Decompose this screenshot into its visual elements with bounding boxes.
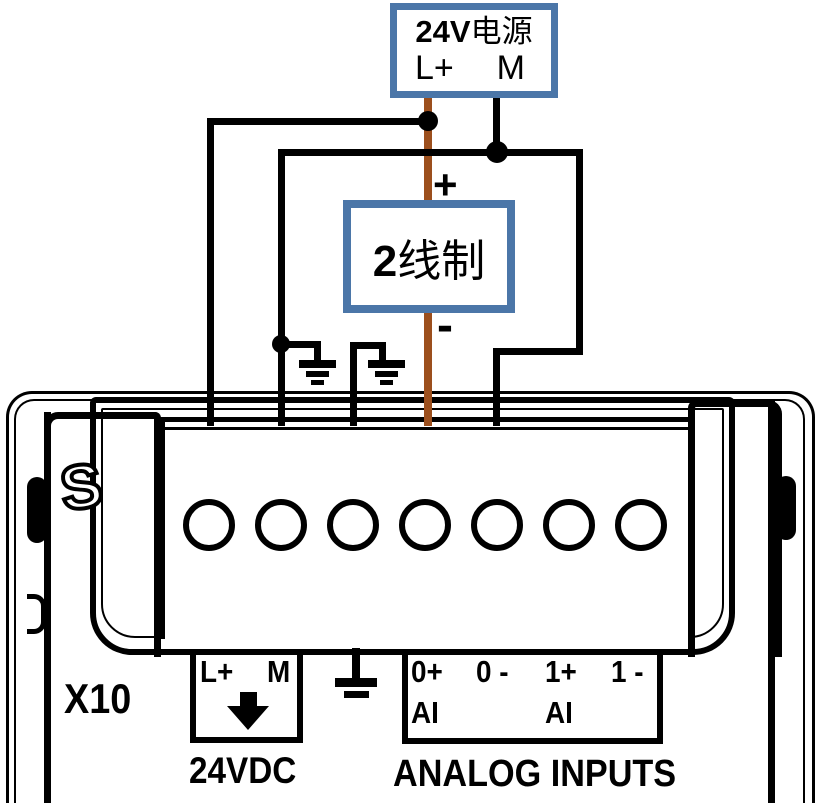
supply-terminal-lplus: L+ — [415, 49, 454, 88]
down-arrow-icon — [240, 692, 257, 708]
ai-terminal-label: 1+ — [545, 654, 577, 689]
connector-label-x10: X10 — [64, 675, 132, 722]
wire-lplus-tap-horizontal — [207, 118, 432, 125]
wire-m-right-vertical — [576, 149, 583, 355]
supply-terminal-m: M — [496, 49, 525, 88]
screw-terminal-3 — [327, 499, 379, 551]
left-clip — [27, 477, 47, 543]
wire-terminal3-horizontal — [350, 342, 386, 349]
module-terminal-m: M — [267, 654, 291, 689]
wire-m-bus-horizontal — [278, 149, 583, 156]
junction-dot-lplus — [418, 111, 438, 131]
ai-terminal-label: 1 - — [611, 654, 644, 689]
wire-m-left-vertical — [278, 149, 285, 426]
transmitter-plus-sign: + — [433, 161, 458, 208]
din-rail-clip-icon: S — [56, 448, 106, 526]
screw-terminal-7 — [615, 499, 667, 551]
module-outer-case — [6, 391, 815, 803]
ai-channel-label: AI — [411, 695, 439, 730]
terminal-strip-top-line — [165, 427, 688, 430]
wire-terminal3-up — [350, 342, 357, 426]
right-clip — [776, 476, 796, 540]
screw-terminal-1 — [183, 499, 235, 551]
svg-text:S: S — [56, 450, 106, 524]
transmitter-label: 2线制 — [372, 236, 486, 286]
transmitter-minus-sign: - — [437, 299, 453, 352]
transmitter-box: 2线制 — [343, 200, 515, 313]
ai-terminal-label: 0 - — [476, 654, 509, 689]
junction-dot-ground-tap — [272, 335, 290, 353]
ai-terminal-label: 0+ — [411, 654, 443, 689]
down-arrow-icon — [227, 706, 269, 730]
ai-channel-label: AI — [545, 695, 573, 730]
screw-terminal-5 — [471, 499, 523, 551]
wire-right-down-to-ai0minus — [493, 348, 500, 426]
screw-terminal-2 — [255, 499, 307, 551]
power-supply-title: 24V电源 — [415, 13, 533, 49]
screw-terminal-4 — [399, 499, 451, 551]
module-terminal-lplus: L+ — [200, 654, 234, 689]
wire-ground-tap-stub — [314, 341, 321, 362]
junction-dot-m — [486, 141, 508, 163]
module-right-edge — [768, 400, 775, 803]
wire-ground-tap-horizontal — [281, 341, 321, 348]
wire-supply-m-stub — [493, 95, 500, 156]
left-latch-tab — [27, 594, 46, 634]
terminal-cover — [90, 397, 735, 655]
power-group-caption: 24VDC — [189, 750, 297, 791]
wire-terminal3-ground-stub — [379, 342, 386, 362]
screw-terminal-6 — [543, 499, 595, 551]
power-supply-box: 24V电源 L+ M — [390, 3, 558, 98]
wire-right-return-horizontal — [497, 348, 583, 355]
wire-transmitter-minus-to-ai0plus — [424, 309, 432, 426]
power-group-bracket — [190, 652, 303, 743]
wire-lplus-tap-vertical — [207, 118, 214, 426]
analog-group-caption: ANALOG INPUTS — [393, 753, 677, 795]
analog-group-bracket — [402, 652, 663, 744]
